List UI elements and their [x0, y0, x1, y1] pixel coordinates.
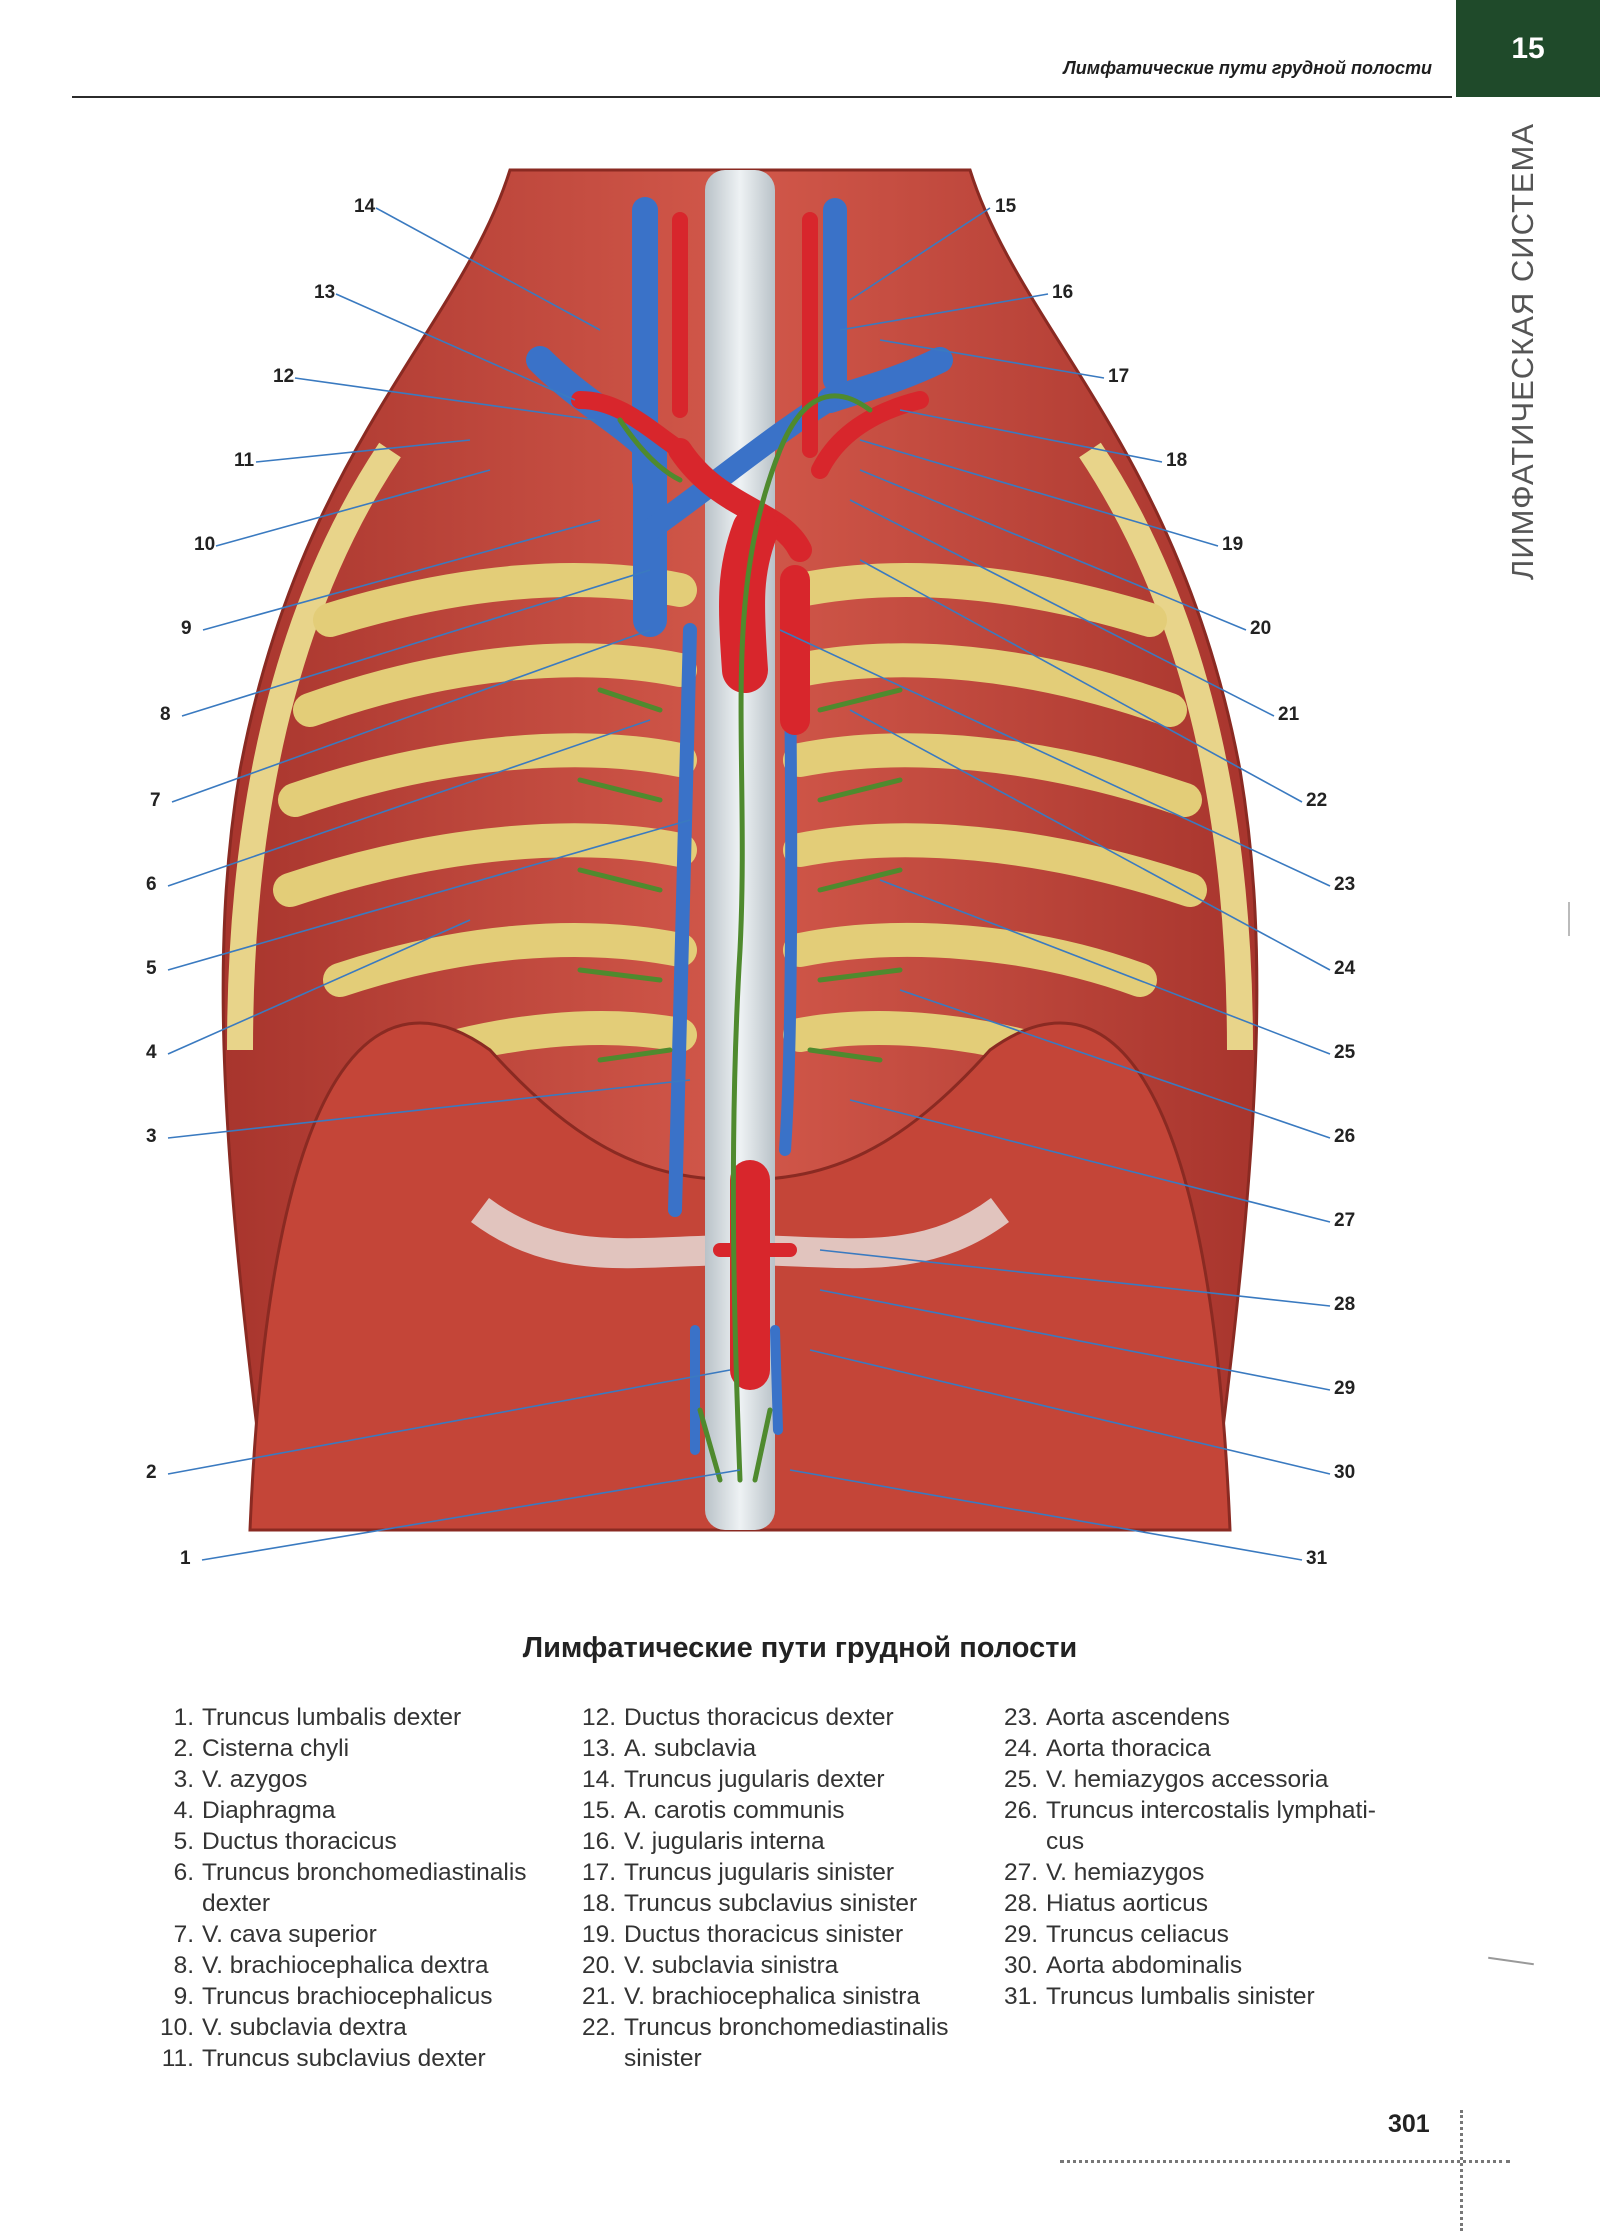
legend-item: 7.V. cava superior	[173, 1921, 377, 1948]
callout-label: 15	[995, 196, 1017, 217]
legend-item: 22.Truncus bronchomediastinalis sinister	[581, 2014, 949, 2072]
side-margin-mark	[1568, 902, 1570, 936]
callout-label: 8	[160, 704, 171, 725]
legend-item: 24.Aorta thoracica	[1003, 1735, 1211, 1762]
callout-label: 20	[1250, 618, 1272, 639]
chapter-tab: 15	[1456, 0, 1600, 97]
legend-item: 4.Diaphragma	[173, 1797, 336, 1824]
section-side-label: ЛИМФАТИЧЕСКАЯ СИСТЕМА	[1505, 122, 1540, 580]
callout-label: 2	[146, 1462, 157, 1483]
page-number: 301	[1388, 2110, 1430, 2138]
callout-label: 30	[1334, 1462, 1356, 1483]
callout-label: 22	[1306, 790, 1328, 811]
callout-label: 9	[181, 618, 192, 639]
legend-column-2: 12.Ductus thoracicus dexter 13.A. subcla…	[570, 1702, 990, 2074]
legend-item: 1.Truncus lumbalis dexter	[173, 1704, 462, 1731]
callout-label: 28	[1334, 1294, 1356, 1315]
callout-label: 7	[150, 790, 161, 811]
figure-caption: Лимфатические пути грудной полости	[522, 1632, 1078, 1664]
legend-column-1: 1.Truncus lumbalis dexter 2.Cisterna chy…	[148, 1702, 568, 2074]
legend-item: 29.Truncus celiacus	[1003, 1921, 1229, 1948]
legend-item: 2.Cisterna chyli	[173, 1735, 350, 1762]
callout-label: 19	[1222, 534, 1244, 555]
legend-item: 28.Hiatus aorticus	[1003, 1890, 1209, 1917]
callout-label: 27	[1334, 1210, 1356, 1231]
callout-label: 26	[1334, 1126, 1356, 1147]
callout-label: 5	[146, 958, 157, 979]
legend-item: 31.Truncus lumbalis sinister	[1003, 1983, 1315, 2010]
legend-item: 19.Ductus thoracicus sinister	[581, 1921, 904, 1948]
legend-item: 27.V. hemiazygos	[1003, 1859, 1205, 1886]
footer-dotted-vertical	[1460, 2110, 1463, 2231]
callout-label: 13	[314, 282, 336, 303]
callout-label: 17	[1108, 366, 1130, 387]
legend-item: 8.V. brachiocephalica dextra	[173, 1952, 489, 1979]
legend-item: 12.Ductus thoracicus dexter	[581, 1704, 894, 1731]
legend-item: 18.Truncus subclavius sinister	[581, 1890, 918, 1917]
callout-label: 1	[180, 1548, 191, 1569]
callout-label: 24	[1334, 958, 1356, 979]
legend-item: 30.Aorta abdominalis	[1003, 1952, 1243, 1979]
callout-label: 25	[1334, 1042, 1356, 1063]
header-rule	[72, 96, 1452, 98]
running-title: Лимфатические пути грудной полости	[1063, 58, 1432, 78]
legend-item: 20.V. subclavia sinistra	[581, 1952, 839, 1979]
legend-item: 13.A. subclavia	[581, 1735, 757, 1762]
legend-item: 15.A. carotis communis	[581, 1797, 845, 1824]
legend-item: 23.Aorta ascendens	[1003, 1704, 1230, 1731]
callout-label: 18	[1166, 450, 1188, 471]
callout-label: 3	[146, 1126, 157, 1147]
callout-label: 12	[273, 366, 295, 387]
callout-label: 23	[1334, 874, 1356, 895]
anatomy-illustration-svg	[221, 168, 1259, 1532]
legend-item: 10.V. subclavia dextra	[159, 2014, 407, 2041]
anatomy-illustration	[180, 150, 1300, 1570]
legend-item: 14.Truncus jugularis dexter	[581, 1766, 885, 1793]
legend-column-3: 23.Aorta ascendens 24.Aorta thoracica 25…	[992, 1702, 1412, 2012]
legend-item: 25.V. hemiazygos accessoria	[1003, 1766, 1329, 1793]
callout-label: 4	[146, 1042, 157, 1063]
callout-label: 14	[354, 196, 376, 217]
footer-dotted-rule	[1060, 2160, 1510, 2163]
legend-item: 9.Truncus brachiocephalicus	[173, 1983, 493, 2010]
side-margin-stroke	[1488, 1956, 1534, 1966]
callout-label: 6	[146, 874, 157, 895]
legend-item: 26.Truncus intercostalis lymphati-cus	[1003, 1797, 1376, 1855]
legend-item: 21.V. brachiocephalica sinistra	[581, 1983, 920, 2010]
legend-item: 3.V. azygos	[173, 1766, 308, 1793]
callout-label: 11	[234, 450, 255, 471]
legend-item: 11.Truncus subclavius dexter	[161, 2045, 486, 2072]
callout-label: 31	[1306, 1548, 1328, 1569]
callout-label: 21	[1278, 704, 1300, 725]
legend-item: 17.Truncus jugularis sinister	[581, 1859, 895, 1886]
callout-label: 16	[1052, 282, 1074, 303]
callout-label: 29	[1334, 1378, 1356, 1399]
legend-item: 16.V. jugularis interna	[581, 1828, 825, 1855]
legend-item: 5.Ductus thoracicus	[173, 1828, 397, 1855]
callout-label: 10	[194, 534, 216, 555]
legend-item: 6.Truncus bronchomediastinalis dexter	[173, 1859, 527, 1917]
